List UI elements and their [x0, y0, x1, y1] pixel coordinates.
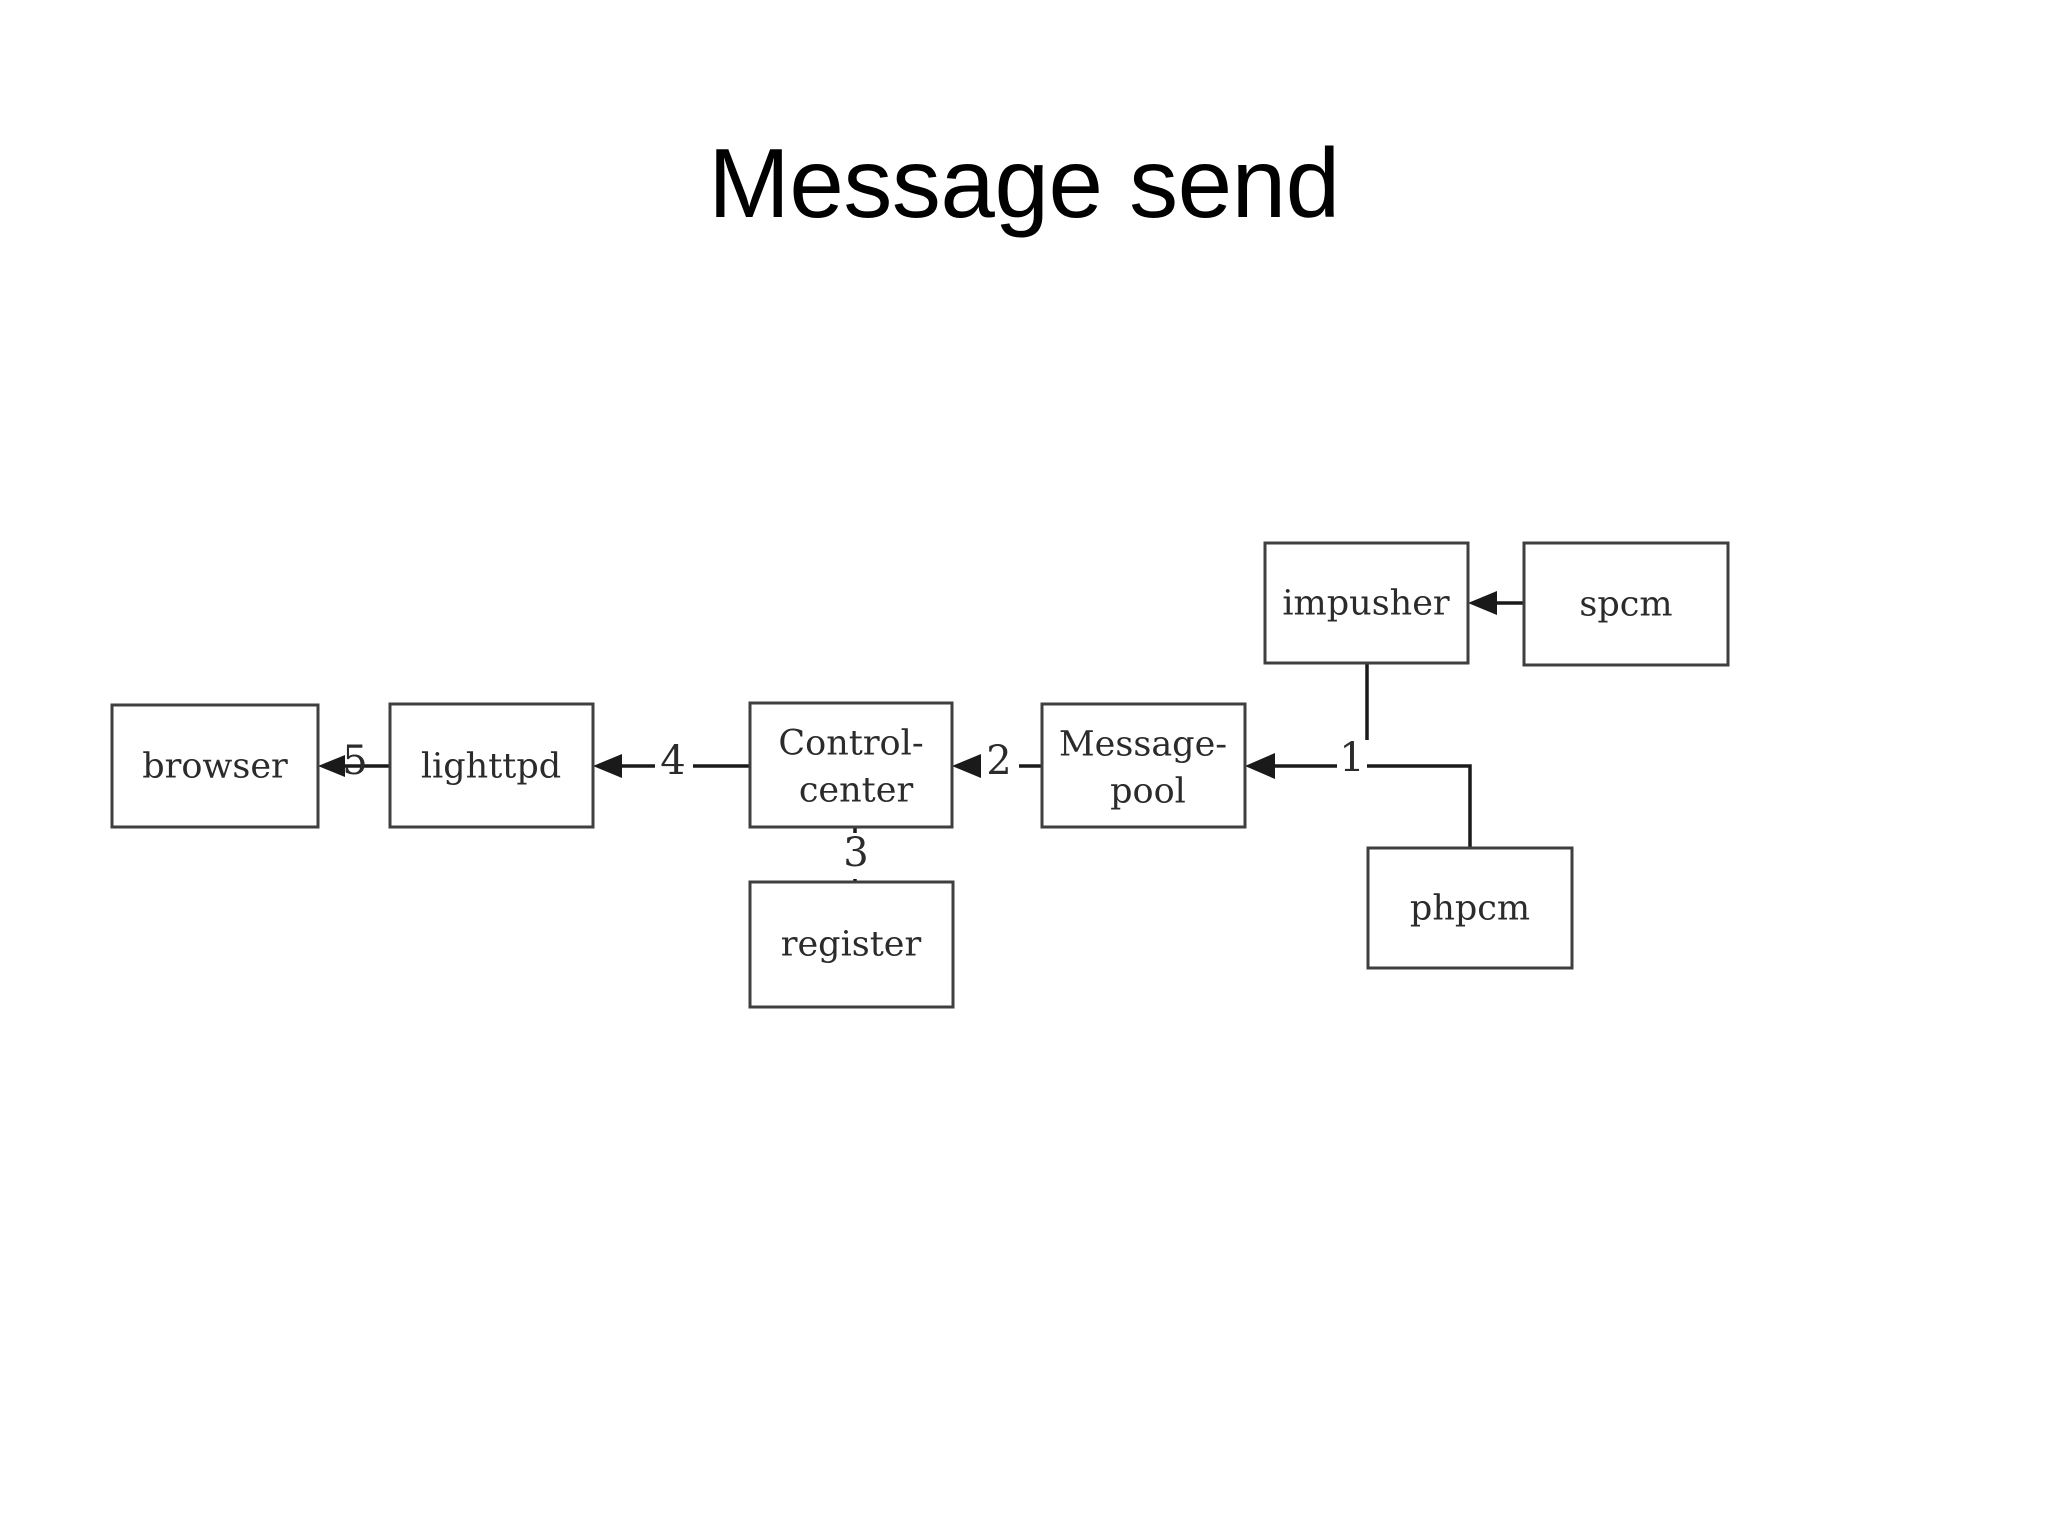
node-box[interactable] [1263, 541, 1470, 665]
edge-label-4: 4 [660, 738, 685, 784]
node-box[interactable] [748, 880, 955, 1009]
node-message-pool[interactable]: Message- pool [1040, 702, 1247, 829]
edge-label-5: 5 [342, 738, 367, 784]
node-box[interactable] [748, 701, 954, 829]
node-browser[interactable]: browser [110, 703, 320, 829]
edge-label-backdrop [655, 744, 693, 788]
edge-label-2: 2 [986, 738, 1011, 784]
node-label-spcm: spcm [1579, 585, 1672, 625]
edge-lighttpd-to-browser: 5 [318, 738, 390, 784]
edge-label-backdrop [1337, 740, 1371, 786]
node-phpcm[interactable]: phpcm [1366, 846, 1574, 970]
edge-label-1: 1 [1339, 735, 1364, 781]
edge-label-backdrop [836, 833, 876, 879]
edge-controlcenter-to-register: 3 [836, 827, 876, 882]
node-label-message-pool-line2: pool [1110, 772, 1186, 812]
arrowhead-icon [952, 754, 981, 778]
edge-phpcm-to-junction [1367, 764, 1472, 848]
node-register[interactable]: register [748, 880, 955, 1009]
edge-impusher-to-messagepool: 1 [1245, 663, 1371, 786]
node-box[interactable] [1040, 702, 1247, 829]
node-label-phpcm: phpcm [1410, 889, 1530, 929]
node-box[interactable] [110, 703, 320, 829]
node-box[interactable] [1522, 541, 1730, 667]
node-impusher[interactable]: impusher [1263, 541, 1470, 665]
edge-spcm-to-impusher [1468, 591, 1524, 615]
edge-controlcenter-to-lighttpd: 4 [593, 738, 750, 788]
edge-messagepool-to-controlcenter: 2 [952, 738, 1042, 788]
arrowhead-icon [318, 755, 345, 777]
node-spcm[interactable]: spcm [1522, 541, 1730, 667]
node-label-impusher: impusher [1282, 584, 1450, 624]
node-label-message-pool-line1: Message- [1059, 725, 1227, 765]
arrowhead-icon [1245, 753, 1275, 779]
arrowhead-icon [1468, 591, 1497, 615]
node-label-control-center-line2: center [799, 771, 914, 811]
node-label-browser: browser [142, 747, 288, 787]
edge-label-3: 3 [843, 830, 868, 876]
node-control-center[interactable]: Control- center [748, 701, 954, 829]
edge-polyline [1367, 764, 1472, 848]
arrowhead-icon [593, 754, 622, 778]
node-label-lighttpd: lighttpd [421, 747, 561, 787]
node-label-control-center-line1: Control- [778, 724, 923, 764]
node-lighttpd[interactable]: lighttpd [388, 702, 595, 829]
node-box[interactable] [1366, 846, 1574, 970]
edge-label-backdrop [981, 744, 1019, 788]
node-label-register: register [781, 925, 922, 965]
node-box[interactable] [388, 702, 595, 829]
page-title: Message send [708, 128, 1340, 238]
